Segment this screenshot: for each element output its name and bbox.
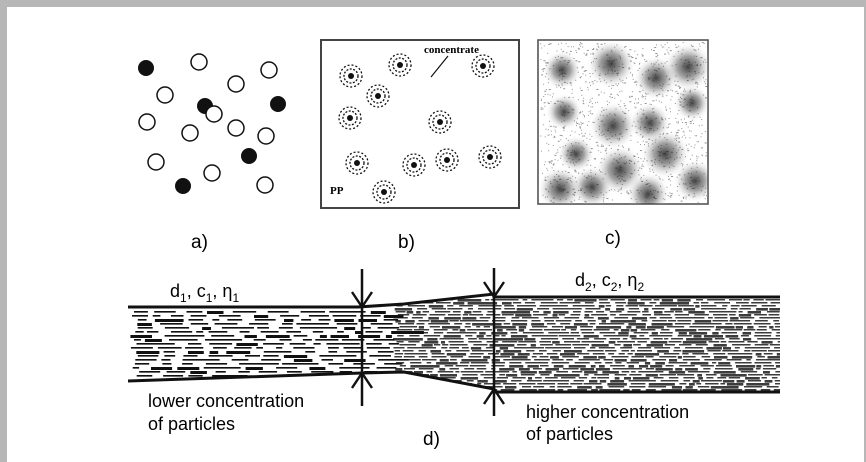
left-flow-parameters: d1, c1, η1	[170, 281, 239, 305]
pipe-top-outline	[128, 292, 780, 309]
concentrate-particle	[435, 148, 459, 172]
concentrate-particle	[471, 54, 495, 78]
concentrate-particle	[478, 145, 502, 169]
concentrate-cloud	[673, 84, 708, 122]
panel-a	[138, 53, 286, 194]
panel-b-label: b)	[398, 232, 415, 253]
particle-light	[156, 86, 174, 104]
right-flow-parameters: d2, c2, η2	[575, 270, 644, 294]
panel-d: d1, c1, η1 d2, c2, η2 lower concentratio…	[127, 268, 780, 450]
panel-c-label: c)	[605, 228, 621, 249]
concentrate-particle	[366, 84, 390, 108]
concentrate-cloud	[542, 50, 582, 90]
concentrate-label: concentrate	[424, 44, 479, 56]
particle-light	[147, 153, 165, 171]
particle-dark	[138, 60, 154, 76]
higher-concentration-line-1: higher concentration	[526, 402, 689, 422]
pipe-bottom-outline	[127, 370, 780, 394]
particle-dark	[175, 178, 191, 194]
particle-light	[190, 53, 208, 71]
particle-light	[256, 176, 274, 194]
concentrate-particle	[338, 106, 362, 130]
particle-light	[205, 105, 223, 123]
higher-concentration-line-2: of particles	[526, 424, 613, 444]
concentrate-particle	[345, 151, 369, 175]
particle-dark	[270, 96, 286, 112]
particle-light	[227, 119, 245, 137]
particle-light	[203, 164, 221, 182]
pp-label: PP	[330, 185, 344, 197]
section-marker-left	[351, 269, 373, 406]
concentrate-cloud	[545, 93, 583, 131]
particle-light	[227, 75, 245, 93]
concentrate-cloud	[538, 166, 583, 204]
concentrate-cloud	[640, 129, 690, 179]
concentrate-particle	[402, 153, 426, 177]
section-marker-right	[483, 268, 505, 416]
concentrate-cloud	[586, 40, 636, 89]
particle-dark	[241, 148, 257, 164]
panel-d-label: d)	[423, 429, 440, 450]
panel-b: concentrate PP	[320, 39, 520, 209]
high-concentration-flow-texture	[392, 299, 780, 392]
panel-b-box	[320, 39, 520, 209]
lower-concentration-line-1: lower concentration	[148, 391, 304, 411]
panel-c	[537, 39, 709, 205]
lower-concentration-line-2: of particles	[148, 414, 235, 434]
concentrate-particle	[388, 53, 412, 77]
concentrate-cloud	[626, 172, 670, 204]
concentrate-cloud	[663, 42, 708, 92]
concentrate-particle	[372, 180, 396, 204]
low-concentration-flow-texture	[130, 311, 424, 378]
panel-a-label: a)	[191, 232, 208, 253]
concentrate-leader-line	[430, 55, 449, 78]
speckle-texture	[540, 42, 708, 203]
concentrate-particle	[339, 64, 363, 88]
concentrate-cloud	[673, 159, 708, 203]
concentrate-particle	[428, 110, 452, 134]
particle-light	[181, 124, 199, 142]
particle-light	[257, 127, 275, 145]
concentrate-cloud	[557, 135, 595, 173]
particle-light	[138, 113, 156, 131]
concentrate-cloud	[589, 102, 637, 150]
particle-light	[260, 61, 278, 79]
